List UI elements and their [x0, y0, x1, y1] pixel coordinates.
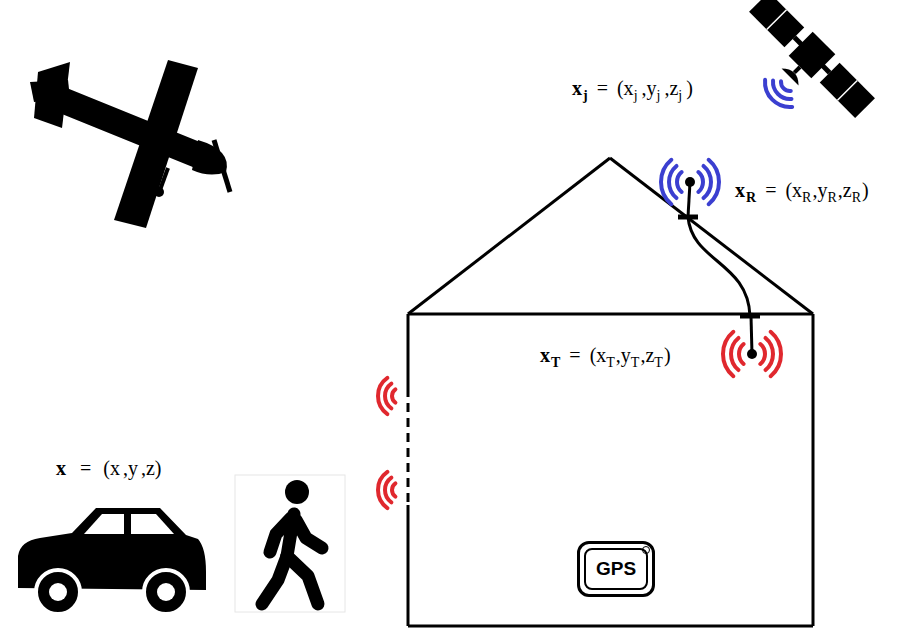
wave-arc: [765, 80, 792, 107]
wave-arc: [677, 172, 682, 192]
device-button: [642, 546, 650, 554]
coordinate-text: (x: [103, 458, 120, 478]
subscript: j: [678, 89, 682, 103]
coordinate-text: x: [540, 345, 550, 365]
coordinate-label: xR=(xR,yR,zR): [735, 180, 869, 200]
coordinate-text: ): [664, 345, 671, 365]
coordinate-text: =: [597, 78, 608, 98]
wave-arc: [392, 389, 395, 402]
coordinate-text: x: [572, 78, 582, 98]
coordinate-text: ,z: [838, 180, 852, 200]
coordinate-text: ,y: [616, 345, 631, 365]
gps-device: GPS: [577, 541, 655, 597]
wave-arc: [385, 478, 391, 503]
wave-arc: [378, 378, 387, 414]
coordinate-text: ,z): [141, 458, 162, 478]
wave-arc: [731, 338, 739, 370]
wave-arc: [781, 81, 791, 91]
wave-arc: [709, 160, 719, 204]
coordinate-text: (x: [785, 180, 802, 200]
antenna-dot: [685, 177, 695, 187]
coordinate-text: =: [765, 180, 776, 200]
subscript: T: [551, 356, 560, 370]
car: [18, 508, 206, 614]
subscript: R: [852, 191, 861, 205]
wave-arc: [771, 332, 781, 376]
wave-arc: [661, 160, 671, 204]
subscript: R: [802, 191, 811, 205]
subscript: T: [654, 356, 663, 370]
wave-arc: [378, 472, 387, 508]
house-outline: [408, 158, 813, 626]
coordinate-text: x: [56, 458, 66, 478]
signal-waves: [378, 80, 792, 508]
subscript: R: [827, 191, 836, 205]
device-label: GPS: [596, 558, 636, 580]
subscript: j: [657, 89, 661, 103]
coordinate-text: =: [569, 345, 580, 365]
antenna-cable: [678, 182, 760, 354]
subscript: T: [606, 356, 615, 370]
coordinate-label: xT=(xT,yT,zT): [540, 345, 671, 365]
coordinate-label: x = (x,y,z): [56, 458, 162, 478]
coordinate-text: (x: [617, 78, 634, 98]
subscript: j: [583, 89, 588, 103]
wave-arc: [703, 166, 711, 198]
subscript: R: [746, 191, 756, 205]
coordinate-text: ,y: [642, 78, 657, 98]
wave-arc: [765, 338, 773, 370]
airplane: [30, 60, 230, 228]
subscript: j: [634, 89, 638, 103]
coordinate-text: ,z: [640, 345, 654, 365]
coordinate-text: =: [80, 458, 91, 478]
coordinate-label: xj=(xj,yj,zj): [572, 78, 693, 98]
wave-arc: [723, 332, 733, 376]
wave-arc: [698, 172, 703, 192]
coordinate-text: (x: [590, 345, 607, 365]
coordinate-text: ): [686, 78, 693, 98]
gps-screen: GPS: [584, 548, 648, 590]
coordinate-text: x: [735, 180, 745, 200]
coordinate-text: ,y: [812, 180, 827, 200]
antenna-dot: [747, 349, 757, 359]
wave-arc: [392, 483, 395, 496]
coordinate-text: ): [862, 180, 869, 200]
figure-frame: [235, 475, 345, 612]
coordinate-text: ,y: [123, 458, 138, 478]
wave-arc: [669, 166, 677, 198]
pedestrian-head: [285, 480, 309, 504]
wave-arc: [739, 344, 744, 364]
wave-arc: [760, 344, 765, 364]
wave-arc: [773, 81, 791, 99]
satellite: [737, 0, 877, 130]
coordinate-text: ,z: [664, 78, 678, 98]
subscript: T: [631, 356, 640, 370]
wave-arc: [385, 384, 391, 409]
pedestrian: [262, 514, 322, 604]
